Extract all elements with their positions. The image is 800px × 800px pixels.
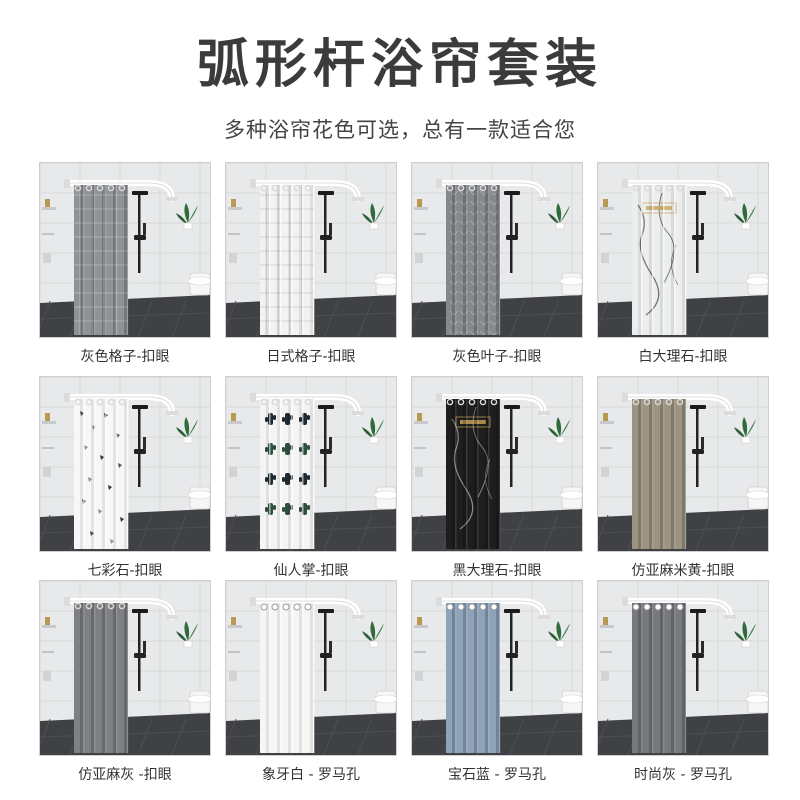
bathroom-scene	[226, 163, 396, 337]
product-card[interactable]: 灰色格子-扣眼	[39, 162, 211, 372]
product-card[interactable]: 时尚灰 - 罗马孔	[597, 580, 769, 790]
bathroom-scene	[226, 581, 396, 755]
page-title: 弧形杆浴帘套装	[196, 35, 603, 95]
product-photo	[225, 376, 397, 552]
product-photo	[225, 580, 397, 756]
product-photo	[597, 376, 769, 552]
product-photo	[39, 376, 211, 552]
product-card[interactable]: 白大理石-扣眼	[597, 162, 769, 372]
bathroom-scene	[226, 377, 396, 551]
bathroom-scene	[412, 163, 582, 337]
product-label: 仿亚麻米黄-扣眼	[631, 563, 735, 579]
product-card[interactable]: 灰色叶子-扣眼	[411, 162, 583, 372]
product-photo	[597, 580, 769, 756]
product-photo	[39, 162, 211, 338]
product-label: 白大理石-扣眼	[638, 349, 728, 365]
product-photo	[597, 162, 769, 338]
product-photo	[411, 376, 583, 552]
product-photo	[225, 162, 397, 338]
page-subtitle: 多种浴帘花色可选，总有一款适合您	[224, 118, 576, 142]
product-photo	[39, 580, 211, 756]
product-label: 黑大理石-扣眼	[452, 563, 542, 579]
bathroom-scene	[598, 581, 768, 755]
product-label: 宝石蓝 - 罗马孔	[448, 767, 546, 783]
bathroom-scene	[40, 377, 210, 551]
product-label: 七彩石-扣眼	[87, 563, 163, 579]
bathroom-scene	[598, 377, 768, 551]
product-photo	[411, 162, 583, 338]
product-photo	[411, 580, 583, 756]
bathroom-scene	[412, 377, 582, 551]
product-label: 时尚灰 - 罗马孔	[634, 767, 732, 783]
product-card[interactable]: 仙人掌-扣眼	[225, 376, 397, 586]
bathroom-scene	[40, 581, 210, 755]
product-label: 仿亚麻灰 -扣眼	[78, 767, 172, 783]
product-card[interactable]: 宝石蓝 - 罗马孔	[411, 580, 583, 790]
product-grid: 灰色格子-扣眼 日式格子-扣眼 灰色叶子-扣眼 白大理石-扣眼 七彩石-扣眼 仙…	[39, 162, 783, 790]
product-card[interactable]: 仿亚麻米黄-扣眼	[597, 376, 769, 586]
product-label: 灰色格子-扣眼	[80, 349, 170, 365]
bathroom-scene	[412, 581, 582, 755]
product-label: 灰色叶子-扣眼	[452, 349, 542, 365]
product-card[interactable]: 黑大理石-扣眼	[411, 376, 583, 586]
product-label: 仙人掌-扣眼	[273, 563, 349, 579]
bathroom-scene	[598, 163, 768, 337]
product-card[interactable]: 仿亚麻灰 -扣眼	[39, 580, 211, 790]
product-card[interactable]: 七彩石-扣眼	[39, 376, 211, 586]
bathroom-scene	[40, 163, 210, 337]
product-label: 象牙白 - 罗马孔	[262, 767, 360, 783]
product-label: 日式格子-扣眼	[266, 349, 356, 365]
product-card[interactable]: 日式格子-扣眼	[225, 162, 397, 372]
product-card[interactable]: 象牙白 - 罗马孔	[225, 580, 397, 790]
